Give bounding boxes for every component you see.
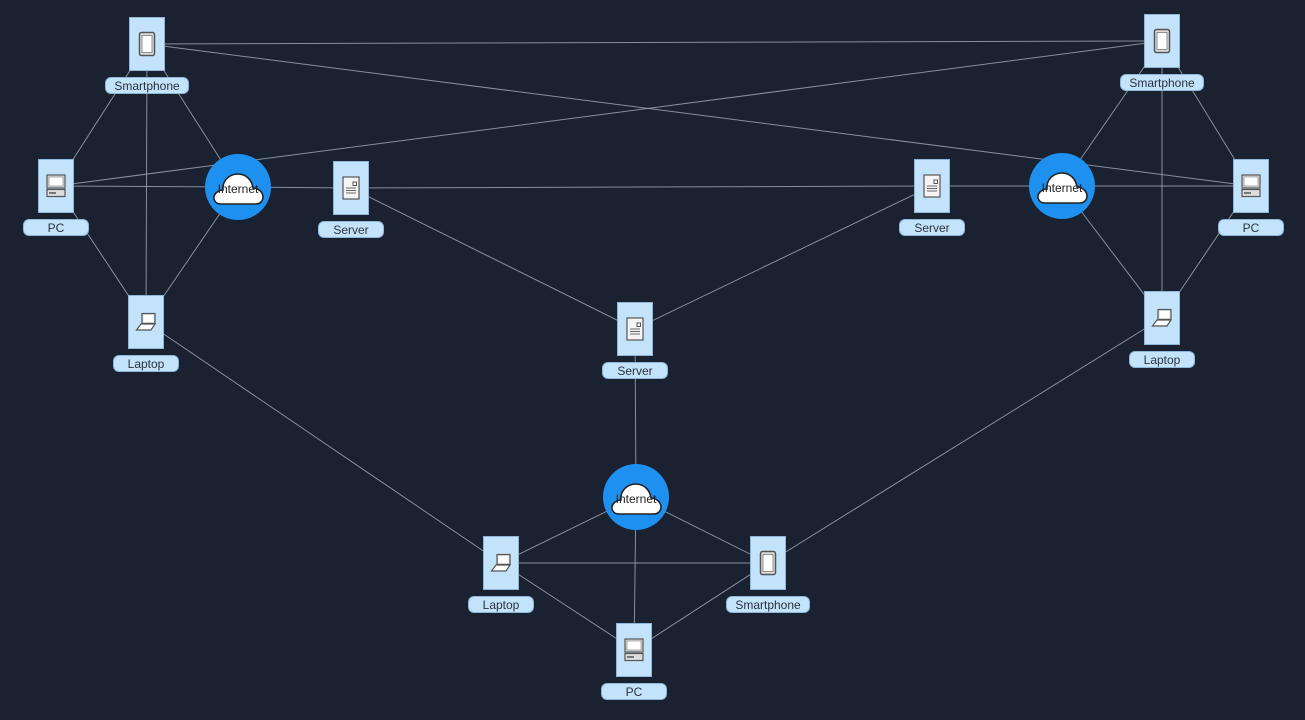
edge-sp3-pc3 <box>633 562 769 651</box>
node-label: Internet <box>1041 181 1083 195</box>
node-label: Smartphone <box>105 77 189 94</box>
node-label: Server <box>318 221 384 238</box>
node-label: Server <box>602 362 668 379</box>
pc-icon <box>1241 174 1261 198</box>
laptop-icon <box>135 312 157 332</box>
node-label: Internet <box>217 182 259 196</box>
node-label: PC <box>23 219 89 236</box>
node-label: Server <box>899 219 965 236</box>
pc-device-box[interactable] <box>1233 159 1269 213</box>
laptop-icon <box>1151 308 1173 328</box>
smartphone-device-box[interactable] <box>1144 14 1180 68</box>
pc-device-box[interactable] <box>616 623 652 677</box>
node-label: Smartphone <box>1120 74 1204 91</box>
smartphone-icon <box>1153 28 1171 54</box>
internet-node[interactable]: Internet <box>205 154 271 220</box>
server-icon <box>626 317 644 341</box>
laptop-device-box[interactable] <box>483 536 519 590</box>
smartphone-device-box[interactable] <box>129 17 165 71</box>
node-label: Smartphone <box>726 596 810 613</box>
smartphone-device-box[interactable] <box>750 536 786 590</box>
smartphone-icon <box>759 550 777 576</box>
laptop-device-box[interactable] <box>1144 291 1180 345</box>
pc-device-box[interactable] <box>38 159 74 213</box>
pc-icon <box>46 174 66 198</box>
node-label: Laptop <box>1129 351 1195 368</box>
edge-lap3-pc3 <box>500 562 635 651</box>
server-device-box[interactable] <box>333 161 369 215</box>
internet-node[interactable]: Internet <box>603 464 669 530</box>
laptop-icon <box>490 553 512 573</box>
smartphone-icon <box>138 31 156 57</box>
node-label: Internet <box>615 492 657 506</box>
node-label: PC <box>1218 219 1284 236</box>
edge-sp1-sp2 <box>146 40 1163 45</box>
edge-lap2-sp3 <box>767 317 1163 564</box>
server-device-box[interactable] <box>617 302 653 356</box>
node-label: PC <box>601 683 667 700</box>
internet-node[interactable]: Internet <box>1029 153 1095 219</box>
edge-lap1-lap3 <box>145 321 502 564</box>
server-icon <box>342 176 360 200</box>
node-label: Laptop <box>468 596 534 613</box>
server-icon <box>923 174 941 198</box>
laptop-device-box[interactable] <box>128 295 164 349</box>
pc-icon <box>624 638 644 662</box>
edge-srv1-srv2 <box>350 185 933 189</box>
node-label: Laptop <box>113 355 179 372</box>
server-device-box[interactable] <box>914 159 950 213</box>
edge-srv2-srv3 <box>634 185 933 330</box>
edge-srv1-srv3 <box>350 187 636 330</box>
